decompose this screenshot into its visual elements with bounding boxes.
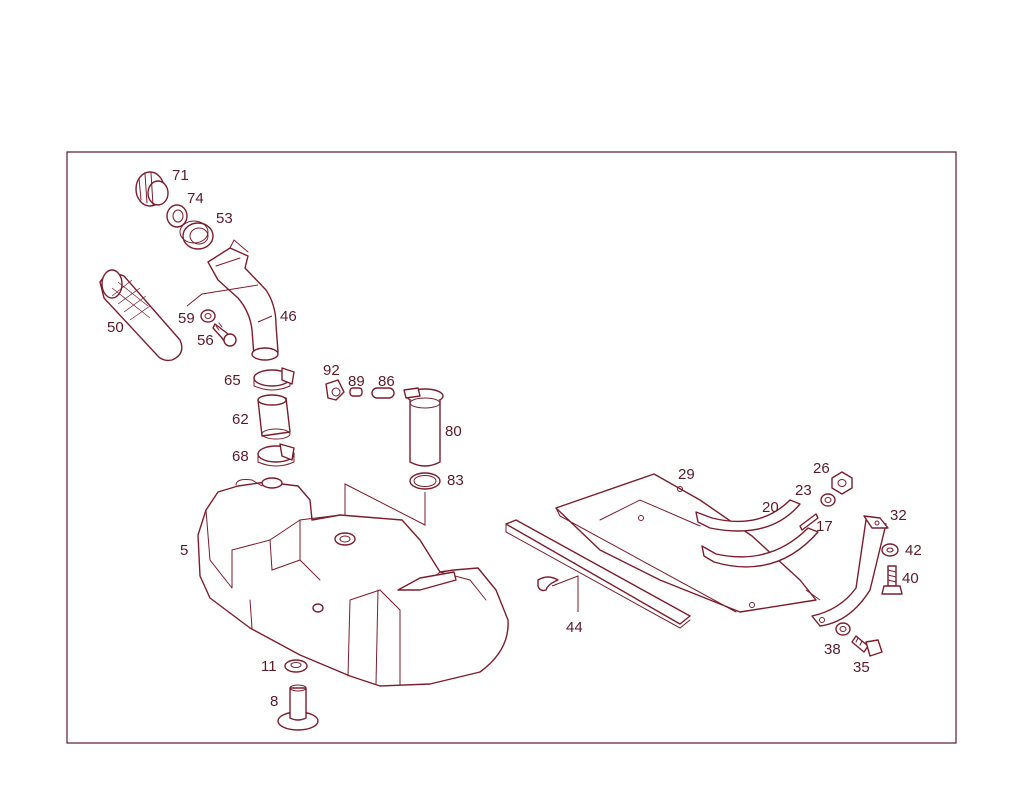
label-56: 56 bbox=[197, 332, 214, 349]
label-5: 5 bbox=[180, 542, 188, 559]
label-23: 23 bbox=[795, 482, 812, 499]
label-65: 65 bbox=[224, 372, 241, 389]
filler-pipe bbox=[207, 239, 279, 361]
label-74: 74 bbox=[187, 190, 204, 207]
label-83: 83 bbox=[447, 472, 464, 489]
seal-ring bbox=[166, 204, 188, 228]
washer-42 bbox=[881, 543, 899, 557]
label-92: 92 bbox=[323, 362, 340, 379]
label-20: 20 bbox=[762, 499, 779, 516]
elbow-connector bbox=[325, 379, 345, 401]
label-35: 35 bbox=[853, 659, 870, 676]
label-26: 26 bbox=[813, 460, 830, 477]
bolt-40 bbox=[881, 565, 903, 595]
label-32: 32 bbox=[890, 507, 907, 524]
drain-washer bbox=[284, 659, 308, 673]
label-80: 80 bbox=[445, 423, 462, 440]
label-59: 59 bbox=[178, 310, 195, 327]
protective-shield bbox=[555, 473, 821, 613]
filter-sock bbox=[99, 269, 183, 362]
small-plug bbox=[349, 387, 363, 397]
label-62: 62 bbox=[232, 411, 249, 428]
label-40: 40 bbox=[902, 570, 919, 587]
bolt-35 bbox=[851, 635, 883, 657]
hose-clamp-upper bbox=[253, 367, 295, 391]
tank-strap-upper bbox=[695, 499, 801, 532]
hose-clamp-lower bbox=[257, 443, 295, 467]
diagram-border bbox=[66, 151, 957, 744]
washer-small bbox=[200, 309, 216, 323]
fuel-tank bbox=[197, 477, 509, 687]
label-71: 71 bbox=[172, 167, 189, 184]
guard-strip bbox=[505, 519, 691, 629]
label-53: 53 bbox=[216, 210, 233, 227]
filler-cap bbox=[135, 171, 169, 207]
hex-nut bbox=[831, 471, 853, 495]
threaded-pin bbox=[799, 513, 819, 531]
label-86: 86 bbox=[378, 373, 395, 390]
label-68: 68 bbox=[232, 448, 249, 465]
label-46: 46 bbox=[280, 308, 297, 325]
label-29: 29 bbox=[678, 466, 695, 483]
fuel-sender-unit bbox=[403, 387, 444, 467]
filler-neck-ring bbox=[179, 220, 214, 250]
label-50: 50 bbox=[107, 319, 124, 336]
sender-gasket bbox=[409, 472, 441, 490]
washer-38 bbox=[835, 622, 851, 636]
label-38: 38 bbox=[824, 641, 841, 658]
drain-plug bbox=[277, 684, 319, 731]
mounting-bracket bbox=[811, 515, 889, 627]
screw bbox=[212, 322, 237, 347]
label-8: 8 bbox=[270, 693, 278, 710]
sleeve bbox=[371, 387, 395, 399]
tank-strap-lower bbox=[701, 527, 819, 568]
label-11: 11 bbox=[261, 658, 277, 675]
clip bbox=[537, 576, 559, 592]
connecting-hose bbox=[257, 394, 291, 440]
label-44: 44 bbox=[566, 619, 583, 636]
washer-23 bbox=[820, 493, 836, 507]
label-42: 42 bbox=[905, 542, 922, 559]
label-89: 89 bbox=[348, 373, 365, 390]
label-17: 17 bbox=[816, 518, 833, 535]
